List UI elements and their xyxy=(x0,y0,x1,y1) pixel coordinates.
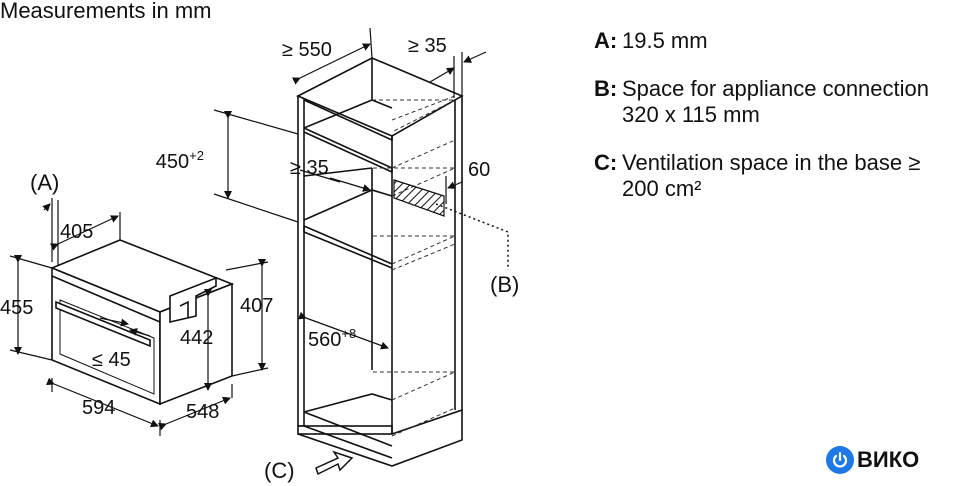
legend-text: Space for appliance connection 320 x 115… xyxy=(622,76,929,127)
label-442: 442 xyxy=(180,327,213,349)
label-a: (A) xyxy=(30,170,59,195)
legend-item-b: B: Space for appliance connection 320 x … xyxy=(594,76,958,128)
label-c: (C) xyxy=(264,458,295,483)
label-405: 405 xyxy=(60,221,93,243)
legend-text: Ventilation space in the base ≥ 200 cm² xyxy=(622,150,921,201)
label-b: (B) xyxy=(490,272,519,297)
label-407: 407 xyxy=(240,295,273,317)
label-min-35-top: ≥ 35 xyxy=(408,35,447,57)
label-60: 60 xyxy=(468,159,490,181)
label-560: 560+8 xyxy=(308,326,356,351)
legend-key: A: xyxy=(594,28,618,53)
legend-key: B: xyxy=(594,76,618,101)
connection-area xyxy=(393,179,445,217)
legend-item-a: A: 19.5 mm xyxy=(594,28,958,54)
label-min-35-inner: ≥ 35 xyxy=(290,157,329,179)
cabinet-hidden-lines xyxy=(372,95,456,437)
cabinet-dimension-lines xyxy=(213,27,487,350)
leader-b xyxy=(435,203,509,270)
oven xyxy=(49,239,235,406)
legend-item-c: C: Ventilation space in the base ≥ 200 c… xyxy=(594,150,958,202)
legend: A: 19.5 mm B: Space for appliance connec… xyxy=(594,28,958,224)
label-455: 455 xyxy=(0,297,33,319)
label-594: 594 xyxy=(82,397,115,419)
watermark-logo: ВИКО xyxy=(826,446,919,474)
label-450: 450+2 xyxy=(156,148,204,173)
logo-text: ВИКО xyxy=(857,447,920,472)
ventilation-arrow xyxy=(315,450,354,476)
diagram-title: Measurements in mm xyxy=(0,0,212,23)
label-max-45: ≤ 45 xyxy=(92,349,131,371)
label-min-550: ≥ 550 xyxy=(282,39,332,61)
legend-key: C: xyxy=(594,150,618,175)
legend-text: 19.5 mm xyxy=(622,28,708,53)
dimension-labels: ≥ 550 ≥ 35 450+2 ≥ 35 60 (B) 560+8 (C) (… xyxy=(0,35,519,483)
oven-dimension-lines xyxy=(9,198,269,436)
power-icon xyxy=(826,446,854,474)
tall-cabinet xyxy=(296,57,464,467)
label-548: 548 xyxy=(186,401,219,423)
